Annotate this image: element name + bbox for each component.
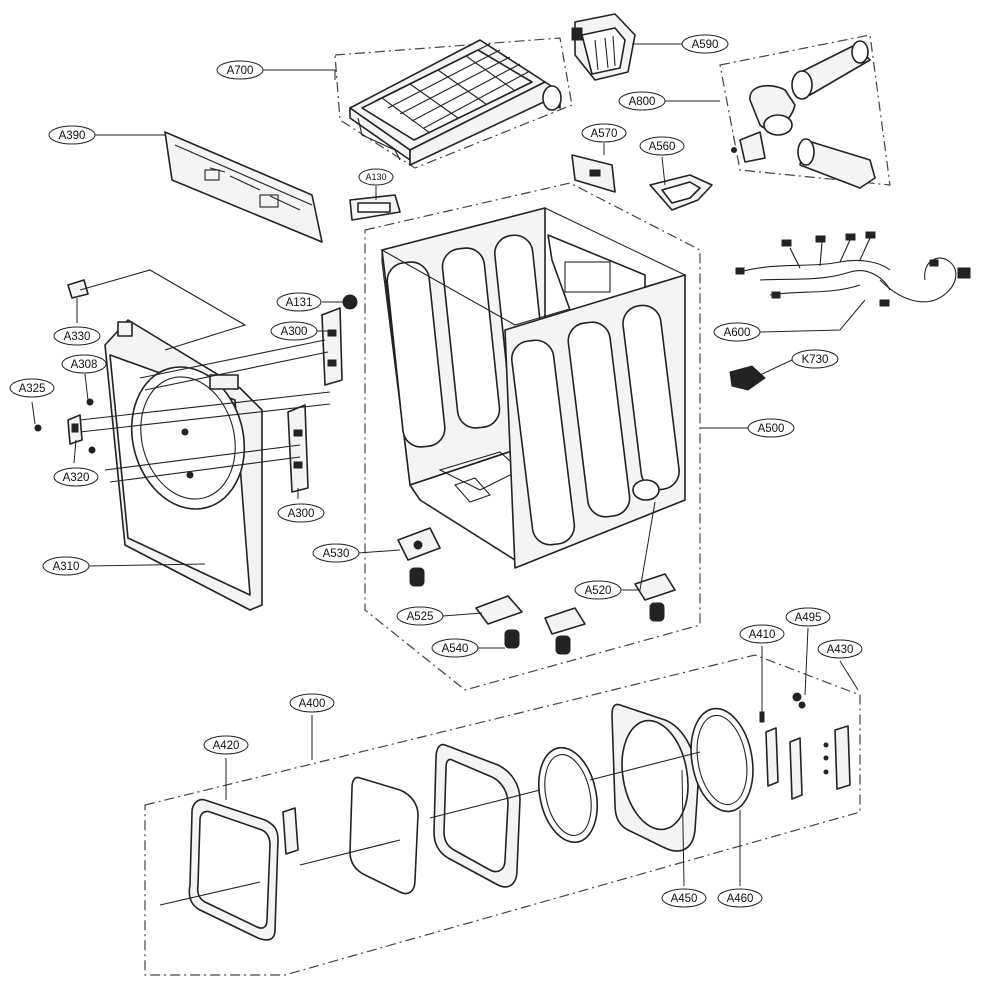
callout-a310: A310 [42,556,90,576]
door-liner-part [611,703,699,852]
callout-a330: A330 [53,326,101,346]
callout-a525: A525 [396,606,444,626]
callout-label: A390 [59,130,86,142]
callout-label: A430 [827,644,854,656]
callout-label: A130 [365,172,386,182]
door-gasket-part [538,746,598,844]
leg-bracket-left-part [397,527,441,587]
callout-label: A570 [591,128,618,140]
callout-label: A525 [407,611,434,623]
callout-label: A300 [288,508,315,520]
callout-label: A590 [692,39,719,51]
callout-a320: A320 [53,467,99,487]
callout-label: A700 [227,65,254,77]
screw-a325 [34,424,42,432]
callout-label: A330 [64,331,91,343]
drying-rack-part [349,39,562,166]
group-outline-top-shelf [334,37,573,169]
callout-a460: A460 [717,888,763,908]
callout-label: A530 [323,548,350,560]
callout-a500: A500 [747,418,795,438]
callout-a410: A410 [739,624,785,644]
callout-a430: A430 [817,639,863,659]
callout-a300-upper: A300 [270,321,318,341]
filter-housing-part [571,13,636,81]
door-frame-outer-part [188,798,279,941]
door-inner-frame-part [433,743,521,888]
callout-a420: A420 [203,735,249,755]
callout-a590: A590 [681,34,729,54]
callout-label: A308 [71,359,98,371]
callout-a325: A325 [9,378,55,398]
callout-a600: A600 [713,322,761,342]
callout-label: A300 [281,326,308,338]
callout-label: A310 [53,561,80,573]
callout-a131: A131 [276,292,322,312]
duct-cover-part [649,174,713,211]
group-outline-duct [719,34,891,186]
callout-a540: A540 [431,638,479,658]
side-rails-part [79,339,331,483]
callout-label: A800 [629,96,656,108]
callout-label: A400 [299,698,326,710]
callout-label: A450 [671,893,698,905]
group-outline-cabinet [364,182,701,691]
callout-a308: A308 [61,354,107,374]
callout-a800: A800 [618,91,666,111]
door-glass-part [349,776,419,895]
callout-label: A495 [795,612,822,624]
callout-a130: A130 [358,168,394,186]
callout-a495: A495 [785,607,831,627]
callout-label: A600 [724,327,751,339]
callout-a700: A700 [216,60,264,80]
front-bracket-upper-part [321,307,343,386]
door-latch-parts [759,692,851,800]
callout-a520: A520 [574,580,622,600]
callout-label: A560 [649,141,676,153]
door-switch-part [67,269,247,351]
screw-a131 [342,294,358,310]
sensor-bracket-part [571,154,616,193]
callout-a400: A400 [289,693,335,713]
leg-bracket-right-part [634,573,676,622]
callout-label: A520 [585,585,612,597]
callout-a530: A530 [312,543,360,563]
leader-lines [31,43,866,887]
callout-a300-lower: A300 [277,503,325,523]
screw-a308 [86,398,94,406]
group-outline-door [144,654,861,976]
exhaust-duct-part [731,40,876,189]
callout-label: A325 [19,383,46,395]
wiring-harness-part [735,231,971,307]
latch-part [349,194,401,221]
screw-a320 [88,446,96,454]
control-panel-bracket-part [164,131,323,243]
callout-label: A460 [727,893,754,905]
callout-a560: A560 [639,136,685,156]
leg-bracket-center-part [475,595,523,649]
callout-a570: A570 [581,123,627,143]
callout-a390: A390 [48,125,96,145]
leg-bracket-front-part [544,607,586,655]
callout-k730: K730 [791,349,839,369]
hinge-bracket-part [67,414,83,445]
door-hinge-part [282,807,299,855]
callout-a450: A450 [661,888,707,908]
callout-label: A131 [286,297,313,309]
callout-label: A320 [63,472,90,484]
terminal-block-part [729,365,766,391]
callout-label: A420 [213,740,240,752]
callout-label: K730 [802,354,829,366]
callout-label: A410 [749,629,776,641]
front-bracket-lower-part [287,404,309,493]
front-panel-part [104,319,263,611]
door-assembly-axis [159,751,701,906]
callout-label: A540 [442,643,469,655]
door-ring-part [690,707,754,813]
cabinet-frame-part [380,207,687,569]
callout-label: A500 [758,423,785,435]
